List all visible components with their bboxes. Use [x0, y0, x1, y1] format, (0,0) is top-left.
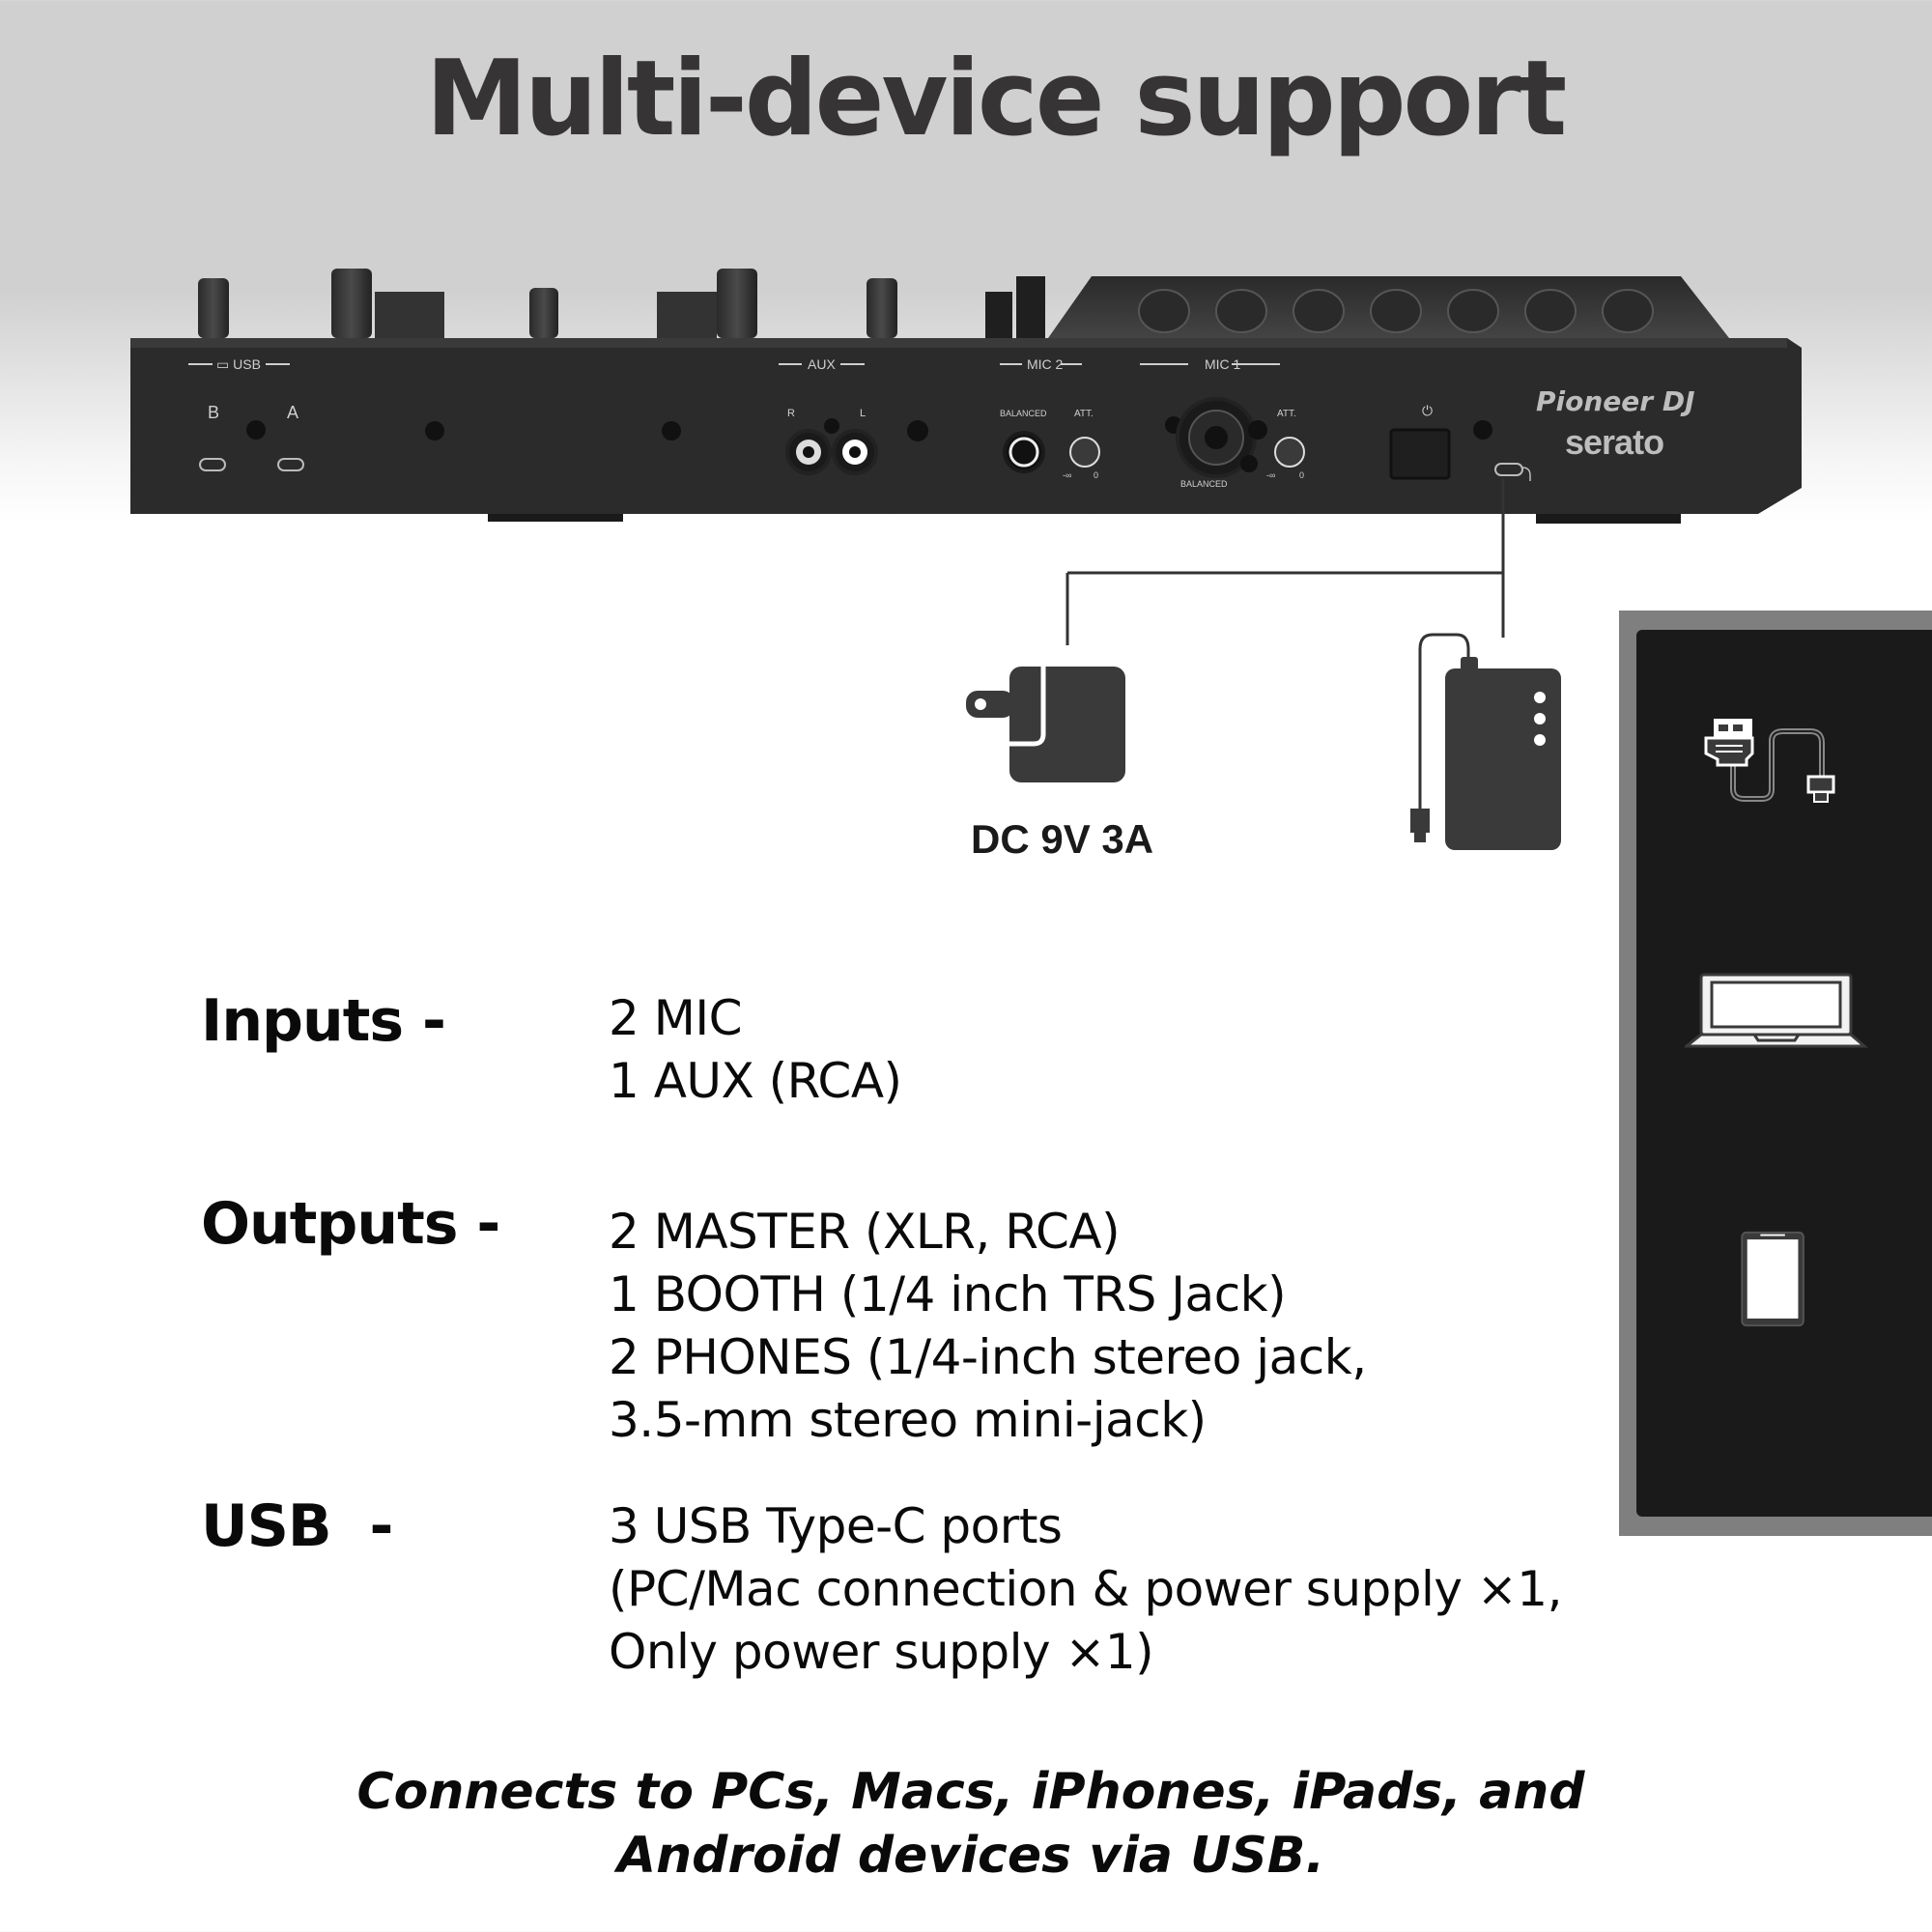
- aux-label: AUX: [808, 356, 836, 372]
- mic2-label: MIC 2: [1027, 356, 1064, 372]
- svg-text:ATT.: ATT.: [1074, 409, 1094, 419]
- spec-value: (PC/Mac connection & power supply ×1,: [609, 1561, 1562, 1617]
- power-adapter-label: DC 9V 3A: [971, 816, 1154, 862]
- spec-label-outputs: Outputs -: [201, 1190, 500, 1258]
- power-switch: [1389, 428, 1451, 480]
- compatible-devices-panel: [1619, 611, 1932, 1536]
- wall-adapter-icon: [966, 667, 1125, 782]
- spec-values-outputs: 2 MASTER (XLR, RCA) 1 BOOTH (1/4 inch TR…: [609, 1201, 1367, 1452]
- spec-value: 2 MASTER (XLR, RCA): [609, 1204, 1121, 1260]
- spec-value: 2 PHONES (1/4-inch stereo jack,: [609, 1329, 1367, 1385]
- svg-text:A: A: [287, 403, 298, 422]
- spec-value: 1 BOOTH (1/4 inch TRS Jack): [609, 1266, 1287, 1322]
- usb-port-b: [199, 458, 226, 471]
- spec-label-inputs: Inputs -: [201, 987, 446, 1055]
- mic1-label: MIC 1: [1205, 356, 1241, 372]
- footer-line: Android devices via USB.: [616, 1827, 1325, 1885]
- spec-value: 1 AUX (RCA): [609, 1053, 902, 1109]
- spec-values-usb: 3 USB Type-C ports (PC/Mac connection & …: [609, 1495, 1562, 1684]
- svg-text:B: B: [208, 403, 219, 422]
- power-symbol: ⏻: [1422, 404, 1433, 419]
- usb-power-port: [1494, 463, 1523, 476]
- spec-value: 3.5-mm stereo mini-jack): [609, 1392, 1207, 1448]
- svg-text:L: L: [860, 408, 866, 419]
- usb-section-label: ▭ USB: [216, 356, 261, 372]
- svg-text:0: 0: [1094, 470, 1098, 480]
- spec-values-inputs: 2 MIC 1 AUX (RCA): [609, 987, 902, 1113]
- dj-controller-rear-panel: ▭ USB B A AUX R L MIC 2 BALANCED ATT. -∞…: [130, 269, 1802, 524]
- footer-line: Connects to PCs, Macs, iPhones, iPads, a…: [356, 1763, 1585, 1821]
- svg-text:-∞: -∞: [1063, 470, 1071, 480]
- usb-cable-icon: [1704, 719, 1835, 803]
- svg-text:-∞: -∞: [1266, 470, 1275, 480]
- svg-text:BALANCED: BALANCED: [1000, 409, 1047, 418]
- pioneer-dj-logo: Pioneer DJ: [1536, 385, 1695, 417]
- spec-label-usb: USB -: [201, 1492, 393, 1560]
- svg-text:0: 0: [1299, 470, 1304, 480]
- svg-text:ATT.: ATT.: [1277, 409, 1296, 419]
- serato-logo: serato: [1565, 422, 1663, 462]
- laptop-icon: [1685, 973, 1868, 1048]
- svg-text:R: R: [787, 408, 795, 419]
- usb-port-a: [277, 458, 304, 471]
- power-bank-icon: [1410, 633, 1561, 850]
- device-body: [130, 338, 1802, 514]
- spec-value: 2 MIC: [609, 990, 743, 1046]
- compatibility-footer: Connects to PCs, Macs, iPhones, iPads, a…: [0, 1760, 1932, 1888]
- spec-value: 3 USB Type-C ports: [609, 1498, 1063, 1554]
- page-title: Multi-device support: [425, 39, 1567, 159]
- svg-text:BALANCED: BALANCED: [1180, 479, 1228, 489]
- tablet-icon: [1741, 1231, 1804, 1327]
- top-knobs: [198, 269, 1045, 338]
- spec-value: Only power supply ×1): [609, 1624, 1154, 1680]
